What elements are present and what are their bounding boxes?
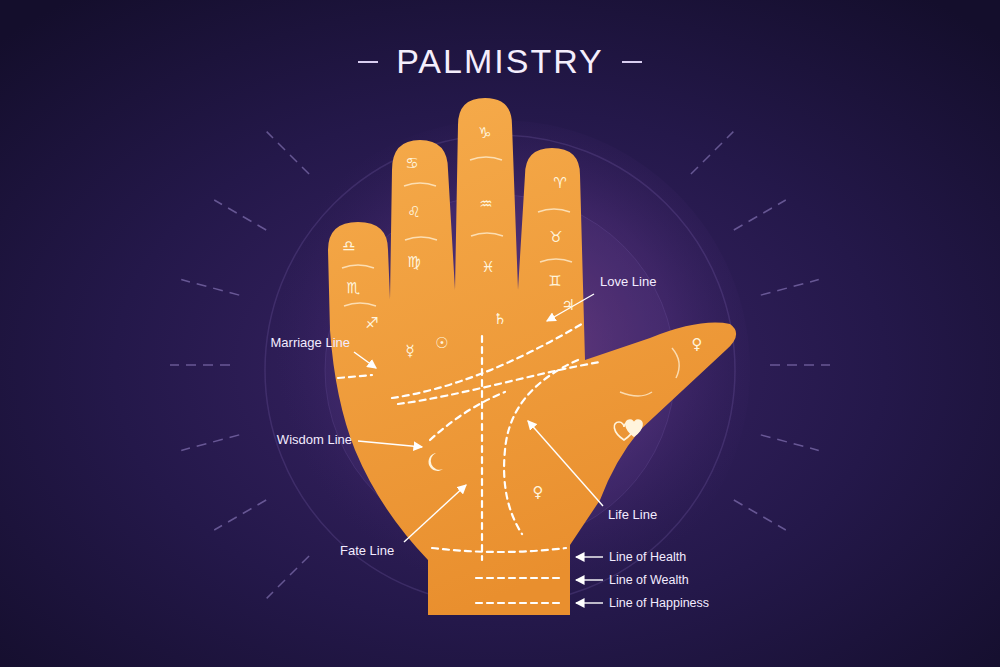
ray xyxy=(214,500,266,530)
callout-label: Line of Wealth xyxy=(609,573,689,587)
callout-label: Life Line xyxy=(608,508,657,523)
ray xyxy=(761,280,819,296)
ray xyxy=(734,500,786,530)
zodiac-symbol: ♊ xyxy=(548,273,561,290)
leader-arrow xyxy=(576,579,603,580)
moon-symbol xyxy=(429,453,443,471)
zodiac-symbol: ♒ xyxy=(479,196,492,213)
ray xyxy=(691,132,733,174)
zodiac-symbol: ♓ xyxy=(481,259,494,276)
hearts-symbol xyxy=(614,420,642,440)
callout-label: Love Line xyxy=(600,275,656,290)
zodiac-symbol: ♋ xyxy=(405,155,418,172)
leader-arrow xyxy=(547,294,594,321)
bracelet-line xyxy=(476,577,562,579)
ray xyxy=(761,435,819,451)
leader-arrow xyxy=(576,602,603,603)
planet-symbol: ☿ xyxy=(405,343,414,360)
fate-line xyxy=(481,336,483,560)
callout-label: Line of Health xyxy=(609,550,686,564)
fate-branch xyxy=(430,392,505,440)
zodiac-symbol: ♈ xyxy=(553,175,566,192)
wisdom-line xyxy=(398,362,600,404)
title-dash xyxy=(358,61,378,63)
leader-arrow xyxy=(404,485,466,542)
bracelet-line xyxy=(476,602,562,604)
zodiac-symbol: ♍ xyxy=(407,254,420,271)
planet-symbol: ♃ xyxy=(561,297,574,314)
bracelet-line xyxy=(432,548,566,552)
title-dash xyxy=(622,61,642,63)
zodiac-symbol: ♏ xyxy=(346,280,359,297)
planet-symbol: ♀ xyxy=(533,484,544,501)
callout-label: Fate Line xyxy=(340,544,394,559)
callout-label: Wisdom Line xyxy=(277,433,352,448)
planet-symbol: ☉ xyxy=(435,335,448,352)
planet-symbol: ♄ xyxy=(493,311,506,328)
planet-symbol: ♀ xyxy=(692,336,703,353)
leader-arrow xyxy=(528,421,603,506)
hand xyxy=(328,98,736,615)
ray xyxy=(181,435,239,451)
leader-arrow xyxy=(576,556,603,557)
ray xyxy=(267,132,309,174)
ray xyxy=(181,280,239,296)
callout-label: Line of Happiness xyxy=(609,596,709,610)
palm-lines xyxy=(338,322,600,603)
leader-arrow xyxy=(354,352,376,368)
ray xyxy=(770,364,830,366)
zodiac-symbol: ♐ xyxy=(365,315,378,332)
leader-arrow xyxy=(358,441,422,447)
marriage-line xyxy=(338,375,372,378)
zodiac-symbol: ♑ xyxy=(478,125,491,142)
callout-label: Marriage Line xyxy=(271,336,351,351)
zodiac-symbol: ♎ xyxy=(342,238,355,255)
title: PALMISTRY xyxy=(396,42,604,81)
ray xyxy=(267,556,309,598)
ray xyxy=(214,200,266,230)
ray xyxy=(734,200,786,230)
life-line xyxy=(504,360,578,534)
zodiac-symbol: ♉ xyxy=(549,229,562,246)
ray xyxy=(170,364,230,366)
zodiac-symbol: ♌ xyxy=(407,204,420,221)
